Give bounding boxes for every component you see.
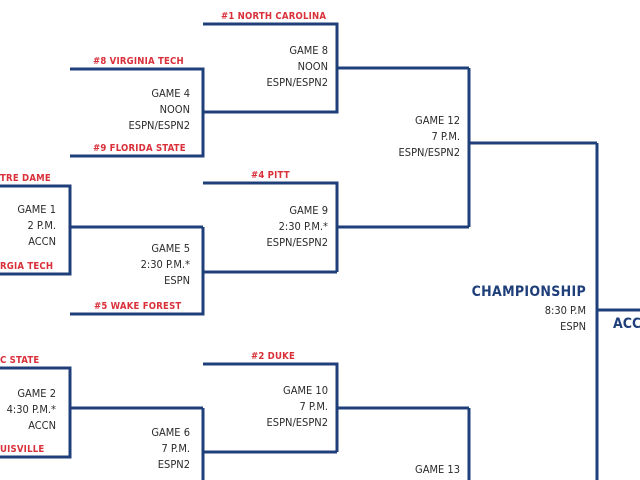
- team-duke: #2 DUKE: [251, 351, 295, 362]
- game-6-info: GAME 6 7 P.M. ESPN2: [151, 425, 190, 473]
- game-6-network: ESPN2: [157, 458, 190, 471]
- bracket-line-game-4: [70, 67, 205, 158]
- game-4-time: NOON: [159, 103, 190, 116]
- game-9-info: GAME 9 2:30 P.M.* ESPN/ESPN2: [267, 203, 328, 251]
- team-georgia-tech: RGIA TECH: [0, 261, 54, 272]
- game-5-info: GAME 5 2:30 P.M.* ESPN: [141, 241, 190, 289]
- game-9-network: ESPN/ESPN2: [266, 236, 328, 249]
- game-1-info: GAME 1 2 P.M. ACCN: [17, 202, 56, 250]
- game-10-time: 7 P.M.: [299, 400, 328, 413]
- game-8-title: GAME 8: [289, 44, 328, 57]
- team-nc-state: C STATE: [0, 355, 40, 366]
- bracket-line-game-9: [203, 181, 339, 272]
- game-5-network: ESPN: [164, 274, 190, 287]
- bracket-line-game-10: [203, 362, 339, 452]
- game-8-time: NOON: [297, 60, 328, 73]
- team-notre-dame: TRE DAME: [0, 173, 51, 184]
- game-12-time: 7 P.M.: [431, 130, 460, 143]
- team-virginia-tech: #8 VIRGINIA TECH: [93, 56, 184, 67]
- game-8-network: ESPN/ESPN2: [266, 76, 328, 89]
- game-12-info: GAME 12 7 P.M. ESPN/ESPN2: [399, 113, 460, 161]
- game-6-time: 7 P.M.: [161, 442, 190, 455]
- game-10-info: GAME 10 7 P.M. ESPN/ESPN2: [267, 383, 328, 431]
- team-wake-forest: #5 WAKE FOREST: [94, 301, 182, 312]
- game-10-title: GAME 10: [283, 384, 328, 397]
- championship-network: ESPN: [560, 320, 586, 333]
- game-2-title: GAME 2: [17, 387, 56, 400]
- game-5-title: GAME 5: [151, 242, 190, 255]
- team-north-carolina: #1 NORTH CAROLINA: [221, 11, 327, 22]
- bracket-line-game-5: [70, 227, 205, 316]
- championship-info: 8:30 P.M ESPN: [545, 303, 586, 335]
- game-4-network: ESPN/ESPN2: [128, 119, 190, 132]
- game-10-network: ESPN/ESPN2: [266, 416, 328, 429]
- acc-label: ACC: [613, 316, 640, 332]
- game-9-time: 2:30 P.M.*: [278, 220, 328, 233]
- team-louisville: UISVILLE: [0, 444, 45, 455]
- game-5-time: 2:30 P.M.*: [140, 258, 190, 271]
- game-12-network: ESPN/ESPN2: [398, 146, 460, 159]
- game-13-title: GAME 13: [415, 463, 460, 476]
- team-florida-state: #9 FLORIDA STATE: [93, 143, 186, 154]
- game-1-title: GAME 1: [17, 203, 56, 216]
- championship-title: CHAMPIONSHIP: [471, 284, 586, 300]
- game-13-info: GAME 13: [415, 462, 460, 478]
- game-1-network: ACCN: [28, 235, 56, 248]
- championship-time: 8:30 P.M: [544, 304, 586, 317]
- bracket-line-game-1: [0, 184, 72, 276]
- game-9-title: GAME 9: [289, 204, 328, 217]
- game-1-time: 2 P.M.: [27, 219, 56, 232]
- bracket-line-game-2: [0, 366, 72, 459]
- game-8-info: GAME 8 NOON ESPN/ESPN2: [267, 43, 328, 91]
- game-4-title: GAME 4: [151, 87, 190, 100]
- game-2-network: ACCN: [28, 419, 56, 432]
- team-pitt: #4 PITT: [251, 170, 290, 181]
- game-12-title: GAME 12: [415, 114, 460, 127]
- game-2-info: GAME 2 4:30 P.M.* ACCN: [7, 386, 56, 434]
- game-2-time: 4:30 P.M.*: [6, 403, 56, 416]
- game-4-info: GAME 4 NOON ESPN/ESPN2: [129, 86, 190, 134]
- game-6-title: GAME 6: [151, 426, 190, 439]
